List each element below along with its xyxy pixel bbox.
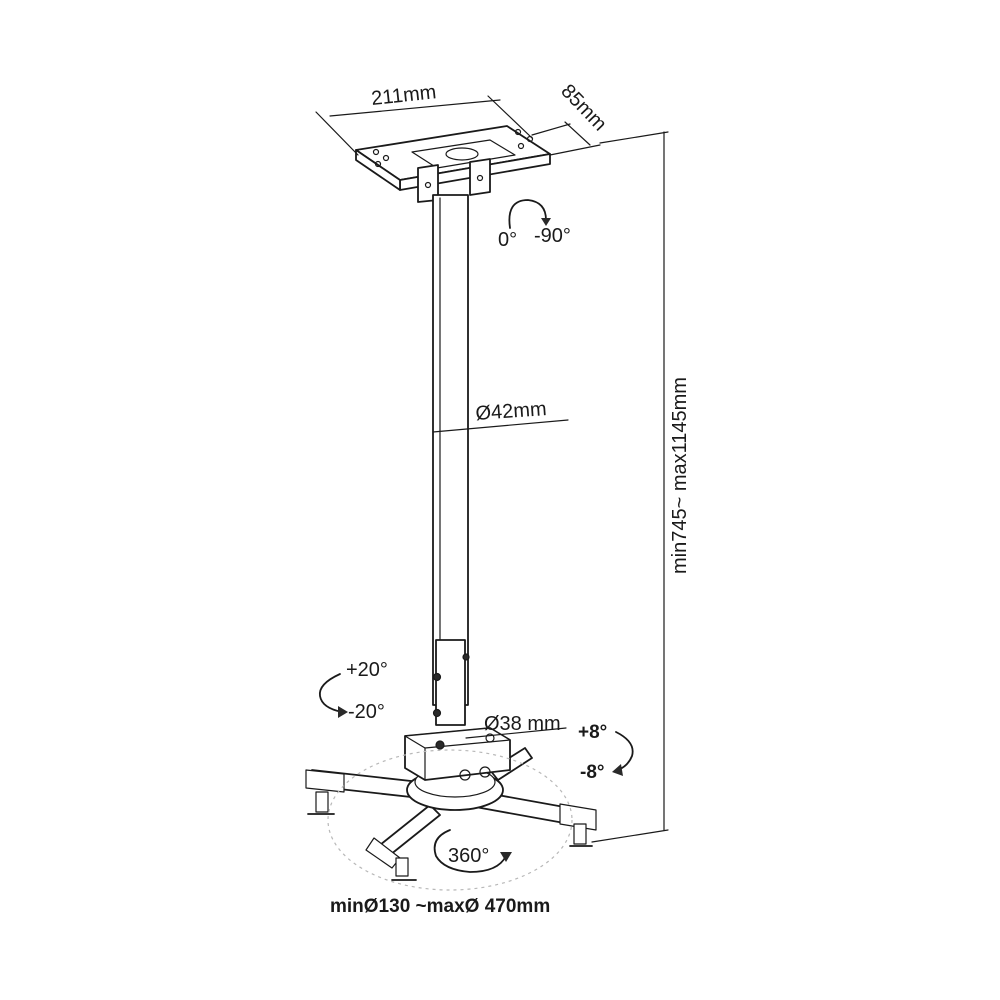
rotation-indicator: 360°: [327, 749, 573, 891]
tilt-indicator: +20° -20°: [318, 659, 388, 723]
tube-diameter-label: Ø42mm: [475, 398, 547, 425]
rotation-label: 360°: [448, 845, 489, 867]
main-tube: [432, 194, 470, 726]
swivel-minus8-label: -8°: [580, 762, 605, 783]
plate-depth-dimension: 85mm: [531, 80, 611, 156]
lower-tube-diameter-label: Ø38 mm: [484, 713, 561, 735]
tilt-plus20-label: +20°: [346, 659, 388, 681]
height-label: min745~ max1145mm: [669, 377, 691, 574]
lower-tube-diameter-dimension: Ø38 mm: [465, 713, 567, 739]
top-rotation-indicator: 0° -90°: [498, 199, 571, 251]
tilt-minus20-label: -20°: [348, 701, 385, 723]
tube-diameter-dimension: Ø42mm: [432, 398, 569, 433]
swivel-indicator: +8° -8°: [578, 722, 634, 783]
plate-width-label: 211mm: [370, 81, 437, 110]
top-rotation-0-label: 0°: [498, 229, 517, 251]
swivel-plus8-label: +8°: [578, 722, 607, 743]
plate-depth-label: 85mm: [556, 80, 610, 135]
arm-span-label: minØ130 ~maxØ 470mm: [330, 896, 550, 917]
top-rotation-90-label: -90°: [534, 225, 571, 247]
height-dimension: min745~ max1145mm: [591, 131, 691, 843]
ceiling-plate: [355, 125, 551, 203]
projector-bracket: [305, 727, 597, 881]
